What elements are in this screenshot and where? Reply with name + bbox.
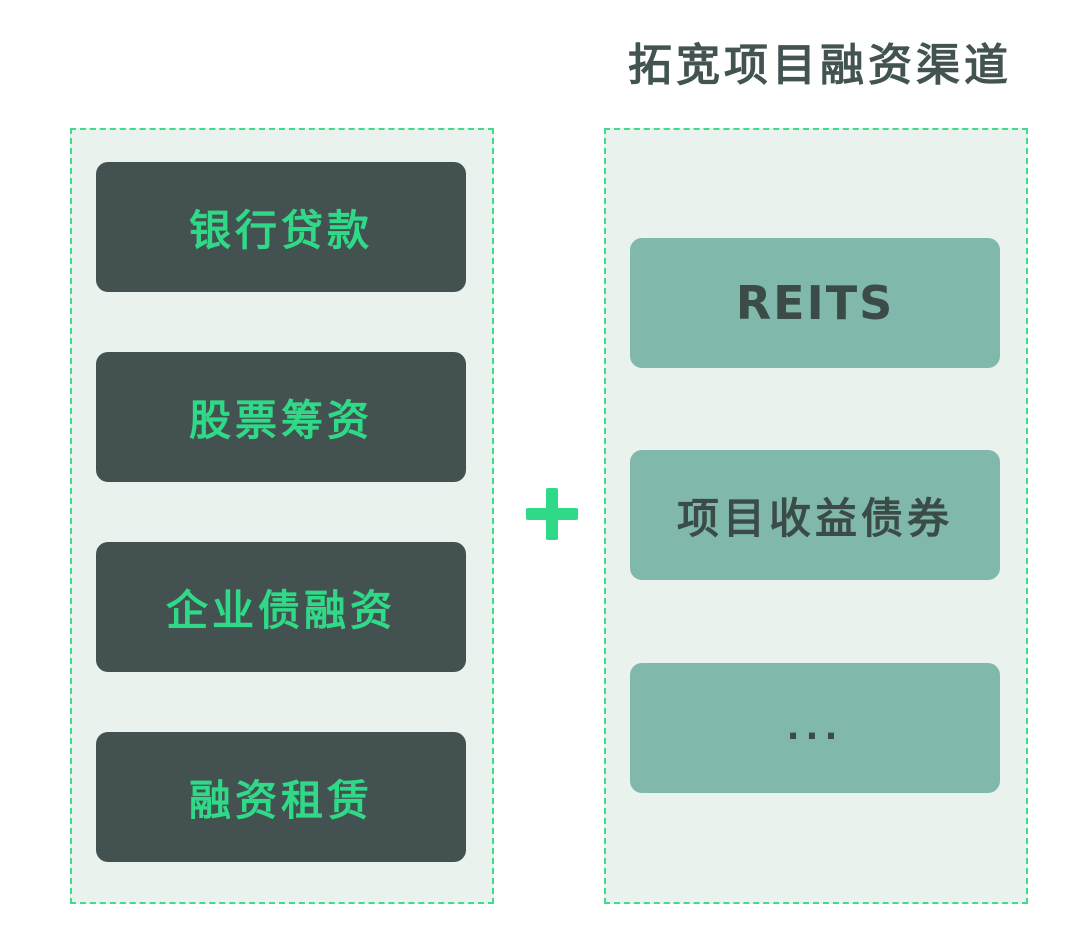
channel-box-corporate-bond: 企业债融资 xyxy=(96,542,466,672)
channel-box-more: ... xyxy=(630,663,1000,793)
plus-icon xyxy=(526,488,578,540)
channel-box-reits: REITS xyxy=(630,238,1000,368)
channel-box-bank-loan: 银行贷款 xyxy=(96,162,466,292)
channel-box-project-revenue-bond: 项目收益债券 xyxy=(630,450,1000,580)
channel-box-financial-leasing: 融资租赁 xyxy=(96,732,466,862)
diagram-title: 拓宽项目融资渠道 xyxy=(628,40,1012,91)
traditional-channels-panel: 银行贷款 股票筹资 企业债融资 融资租赁 xyxy=(70,128,494,904)
channel-box-stock-financing: 股票筹资 xyxy=(96,352,466,482)
expanded-channels-panel: REITS 项目收益债券 ... xyxy=(604,128,1028,904)
